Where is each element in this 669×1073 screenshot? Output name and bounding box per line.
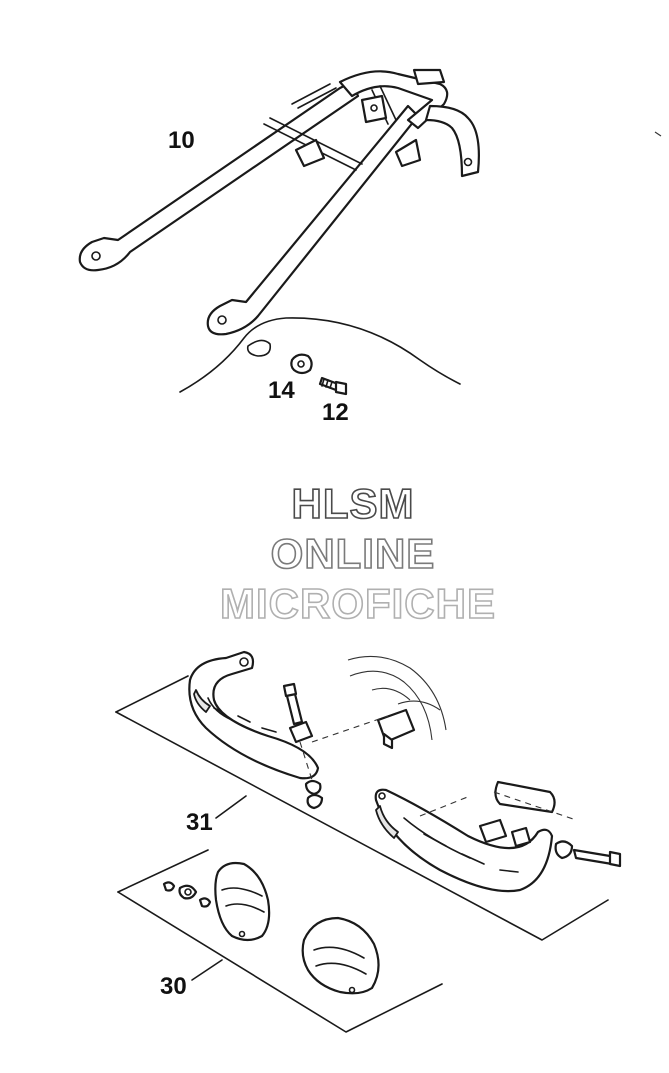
right-handguard: [374, 788, 554, 893]
watermark: HLSM ONLINE MICROFICHE: [219, 479, 496, 628]
callout-handguard-kit: 31: [186, 809, 213, 836]
leader-spoiler-kit: [191, 959, 223, 981]
callout-spoiler-kit: 30: [160, 973, 187, 1000]
left-handguard: [188, 650, 320, 780]
bolt-part: [318, 376, 348, 396]
watermark-line-2: ONLINE: [271, 530, 436, 577]
callout-nut: 14: [268, 377, 295, 404]
rear-fender-outline: [179, 317, 461, 393]
right-spoiler: [301, 916, 380, 995]
left-spoiler: [214, 861, 271, 942]
spoiler-hardware: [162, 881, 212, 908]
watermark-line-1: HLSM: [292, 480, 415, 527]
grip-and-clamp: [419, 780, 577, 848]
handguard-kit-panel: [115, 675, 609, 941]
handguard-bolt-left: [282, 682, 389, 810]
nut-part: [290, 353, 313, 375]
callout-rack: 10: [168, 127, 195, 154]
callout-bolt: 12: [322, 399, 349, 426]
handguard-bolt-right: [554, 840, 622, 868]
watermark-line-3: MICROFICHE: [220, 580, 496, 627]
handlebar-sketch: [347, 655, 447, 750]
leader-handguard-kit: [215, 795, 247, 819]
luggage-rack: [78, 68, 480, 336]
spoiler-kit-panel: [117, 849, 443, 1033]
page-mark: [654, 131, 662, 137]
